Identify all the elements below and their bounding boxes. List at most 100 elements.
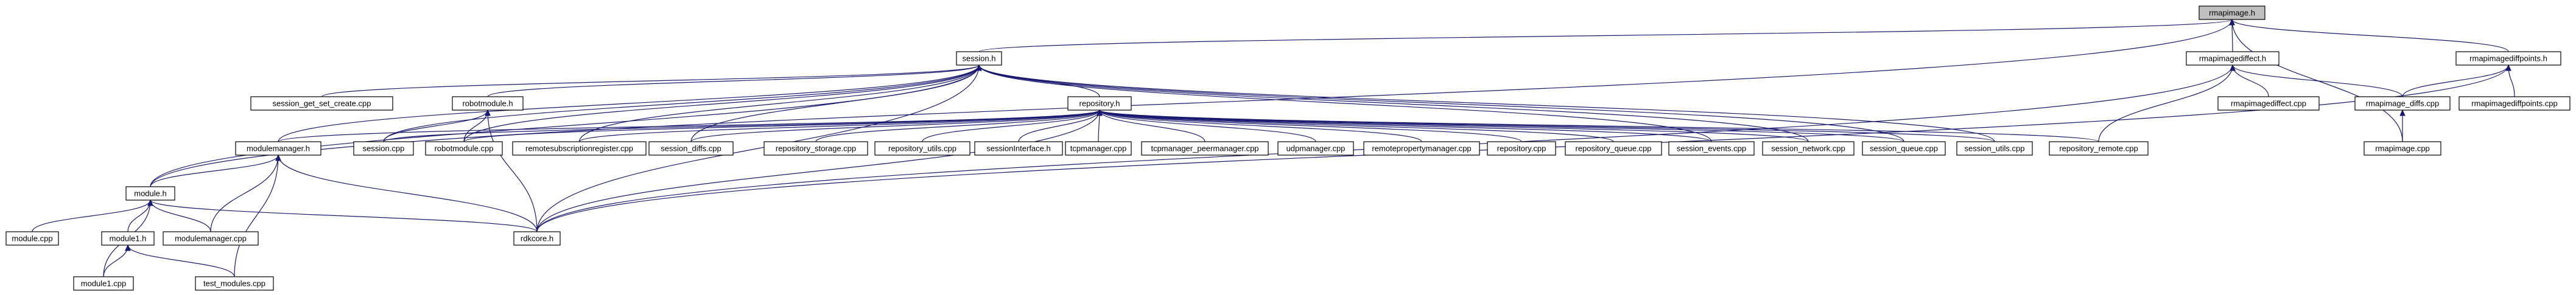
file-node-box xyxy=(1067,96,1132,111)
file-node-tcpmanager-peermanager-cpp[interactable]: tcpmanager_peermanager.cpp xyxy=(1141,141,1269,156)
file-node-module-cpp[interactable]: module.cpp xyxy=(5,231,59,246)
include-arrowhead xyxy=(2505,64,2511,71)
file-node-label: repository.cpp xyxy=(1497,144,1546,153)
file-node-rmapimagediffpoints-h[interactable]: rmapimagediffpoints.h xyxy=(2455,51,2561,66)
file-node-rmapimagediffpoints-cpp[interactable]: rmapimagediffpoints.cpp xyxy=(2458,96,2571,111)
file-node-modulemanager-cpp[interactable]: modulemanager.cpp xyxy=(163,231,259,246)
file-node-box xyxy=(956,51,1002,66)
file-node-label: sessionInterface.h xyxy=(986,144,1051,153)
file-node-modulemanager-h[interactable]: modulemanager.h xyxy=(235,141,321,156)
file-node-box xyxy=(353,141,414,156)
file-node-rdkcore-h[interactable]: rdkcore.h xyxy=(513,231,561,246)
file-node-repository-cpp[interactable]: repository.cpp xyxy=(1487,141,1556,156)
file-node-module1-h[interactable]: module1.h xyxy=(101,231,155,246)
file-node-label: repository_remote.cpp xyxy=(2059,144,2138,153)
include-edge-rmapimagediffect_h-to-rmapimage_diffs_cpp xyxy=(2232,64,2403,97)
file-node-remotesubscriptionregister-cpp[interactable]: remotesubscriptionregister.cpp xyxy=(512,141,647,156)
file-node-box xyxy=(512,141,647,156)
include-edge-repository_h-to-repository_utils_cpp xyxy=(922,109,1100,142)
file-node-label: test_modules.cpp xyxy=(203,279,265,288)
file-node-repository-queue-cpp[interactable]: repository_queue.cpp xyxy=(1565,141,1662,156)
file-node-test-modules-cpp[interactable]: test_modules.cpp xyxy=(195,276,274,291)
file-node-label: rmapimagediffpoints.cpp xyxy=(2471,99,2557,108)
file-node-rmapimagediffect-cpp[interactable]: rmapimagediffect.cpp xyxy=(2217,96,2320,111)
file-node-label: rmapimagediffpoints.h xyxy=(2469,54,2547,63)
file-node-box xyxy=(1862,141,1946,156)
file-node-label: repository_storage.cpp xyxy=(776,144,856,153)
file-node-repository-remote-cpp[interactable]: repository_remote.cpp xyxy=(2049,141,2149,156)
file-node-session-events-cpp[interactable]: session_events.cpp xyxy=(1668,141,1755,156)
file-node-robotmodule-cpp[interactable]: robotmodule.cpp xyxy=(425,141,503,156)
file-node-box xyxy=(1363,141,1480,156)
include-edge-module_h-to-module_cpp xyxy=(32,200,151,232)
include-edge-module1_h-to-test_modules_cpp xyxy=(127,245,235,277)
include-arrowhead xyxy=(1097,109,1103,116)
include-edge-session_h-to-robotmodule_h xyxy=(487,64,980,97)
file-node-label: session_events.cpp xyxy=(1677,144,1746,153)
file-node-box xyxy=(2217,96,2320,111)
file-node-session-cpp[interactable]: session.cpp xyxy=(353,141,414,156)
file-node-box xyxy=(2049,141,2149,156)
file-node-sessioninterface-h[interactable]: sessionInterface.h xyxy=(974,141,1063,156)
file-node-label: rmapimage_diffs.cpp xyxy=(2366,99,2439,108)
file-node-repository-storage-cpp[interactable]: repository_storage.cpp xyxy=(763,141,868,156)
file-node-rmapimage-diffs-cpp[interactable]: rmapimage_diffs.cpp xyxy=(2354,96,2451,111)
file-node-session-network-cpp[interactable]: session_network.cpp xyxy=(1762,141,1855,156)
file-node-box xyxy=(2364,141,2441,156)
include-edge-repository_h-to-modulemanager_h xyxy=(278,109,1100,142)
file-node-session-get-set-create-cpp[interactable]: session_get_set_create.cpp xyxy=(250,96,393,111)
file-node-box xyxy=(1487,141,1556,156)
include-edge-robotmodule_h-to-rdkcore_h xyxy=(487,109,538,232)
file-node-label: modulemanager.cpp xyxy=(175,234,247,243)
include-edge-session_h-to-session_diffs_cpp xyxy=(690,64,980,142)
file-node-remotepropertymanager-cpp[interactable]: remotepropertymanager.cpp xyxy=(1363,141,1480,156)
include-arrowhead xyxy=(485,109,491,116)
file-node-box xyxy=(235,141,321,156)
file-node-session-h[interactable]: session.h xyxy=(956,51,1002,66)
file-node-box xyxy=(974,141,1063,156)
include-edge-repository_h-to-session_events_cpp xyxy=(1099,109,1712,142)
include-edge-session_h-to-robotmodule_cpp xyxy=(463,64,980,142)
include-edge-repository_h-to-robotmodule_cpp xyxy=(463,109,1100,142)
file-node-label: remotesubscriptionregister.cpp xyxy=(525,144,633,153)
include-edge-session_h-to-session_get_set_create_cpp xyxy=(321,64,980,97)
file-node-module1-cpp[interactable]: module1.cpp xyxy=(73,276,134,291)
include-edge-rmapimagediffpoints_h-to-rmapimage_diffs_cpp xyxy=(2402,64,2509,97)
include-edge-repository_h-to-tcpmanager_peermanager_cpp xyxy=(1099,109,1206,142)
include-edge-session_h-to-session_network_cpp xyxy=(978,64,1809,142)
file-node-udpmanager-cpp[interactable]: udpmanager.cpp xyxy=(1277,141,1354,156)
file-node-rmapimage-h[interactable]: rmapimage.h xyxy=(2199,5,2265,20)
file-node-session-utils-cpp[interactable]: session_utils.cpp xyxy=(1956,141,2033,156)
file-node-repository-h[interactable]: repository.h xyxy=(1067,96,1132,111)
file-node-rmapimagediffect-h[interactable]: rmapimagediffect.h xyxy=(2186,51,2279,66)
file-node-label: module.h xyxy=(134,189,166,198)
file-node-box xyxy=(1956,141,2033,156)
file-node-rmapimage-cpp[interactable]: rmapimage.cpp xyxy=(2364,141,2441,156)
file-node-repository-utils-cpp[interactable]: repository_utils.cpp xyxy=(874,141,970,156)
file-node-session-diffs-cpp[interactable]: session_diffs.cpp xyxy=(648,141,734,156)
include-edge-repository_h-to-repository_storage_cpp xyxy=(815,109,1100,142)
file-node-label: tcpmanager.cpp xyxy=(1070,144,1127,153)
include-edge-repository_h-to-remotepropertymanager_cpp xyxy=(1099,109,1422,142)
file-node-label: module.cpp xyxy=(12,234,52,243)
file-node-box xyxy=(73,276,134,291)
include-edge-rmapimage_h-to-rmapimagediffpoints_h xyxy=(2231,19,2509,52)
file-node-label: robotmodule.h xyxy=(462,99,513,108)
include-edge-session_h-to-session_queue_cpp xyxy=(978,64,1904,142)
file-node-box xyxy=(763,141,868,156)
include-arrowhead xyxy=(125,244,131,251)
include-edge-modulemanager_h-to-test_modules_cpp xyxy=(234,154,279,277)
file-node-box xyxy=(125,186,175,201)
file-node-label: rmapimagediffect.h xyxy=(2199,54,2266,63)
file-node-label: session.cpp xyxy=(363,144,405,153)
include-arrowhead xyxy=(147,199,153,206)
include-edge-robotmodule_h-to-session_cpp xyxy=(383,109,488,142)
file-node-robotmodule-h[interactable]: robotmodule.h xyxy=(452,96,524,111)
file-node-module-h[interactable]: module.h xyxy=(125,186,175,201)
file-node-session-queue-cpp[interactable]: session_queue.cpp xyxy=(1862,141,1946,156)
file-node-tcpmanager-cpp[interactable]: tcpmanager.cpp xyxy=(1065,141,1132,156)
file-node-box xyxy=(513,231,561,246)
include-edge-modulemanager_h-to-module_h xyxy=(150,154,279,187)
include-edge-repository_h-to-repository_remote_cpp xyxy=(1099,109,2099,142)
